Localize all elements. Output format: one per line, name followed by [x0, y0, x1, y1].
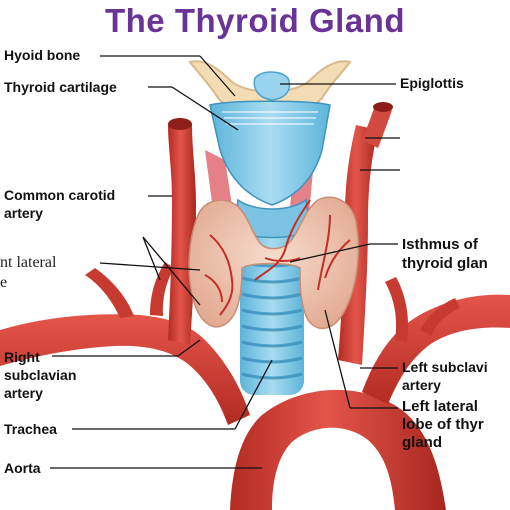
- label-right-lateral-2: e: [0, 274, 8, 291]
- label-right-subclavian-1: Right: [4, 349, 40, 365]
- epiglottis-shape: [253, 71, 291, 101]
- label-left-subclavian-1: Left subclavi: [402, 359, 488, 375]
- left-subclavian-shape: [362, 294, 510, 404]
- label-isthmus-2: thyroid glan: [402, 255, 488, 272]
- label-aorta: Aorta: [4, 460, 41, 476]
- label-left-lateral-3: gland: [402, 434, 442, 451]
- label-hyoid-bone: Hyoid bone: [4, 47, 81, 63]
- label-right-lateral-1: nt lateral: [0, 254, 57, 271]
- thyroid-cartilage-shape: [209, 100, 331, 206]
- label-common-carotid-1: Common carotid: [4, 187, 116, 203]
- label-left-subclavian-2: artery: [402, 377, 441, 393]
- trachea-rings: [241, 260, 303, 380]
- label-right-subclavian-3: artery: [4, 385, 43, 401]
- diagram-title: The Thyroid Gland: [104, 2, 405, 39]
- label-common-carotid-2: artery: [4, 205, 43, 221]
- label-trachea: Trachea: [4, 421, 57, 437]
- leader-lines: [50, 55, 400, 469]
- label-isthmus-1: Isthmus of: [402, 236, 478, 253]
- aorta-shape: [230, 389, 446, 510]
- label-right-subclavian-2: subclavian: [4, 367, 77, 383]
- right-carotid-shape: [168, 125, 196, 345]
- label-left-lateral-1: Left lateral: [402, 398, 478, 415]
- label-thyroid-cartilage: Thyroid cartilage: [4, 79, 117, 95]
- label-left-lateral-2: lobe of thyr: [402, 416, 484, 433]
- label-epiglottis: Epiglottis: [400, 75, 464, 91]
